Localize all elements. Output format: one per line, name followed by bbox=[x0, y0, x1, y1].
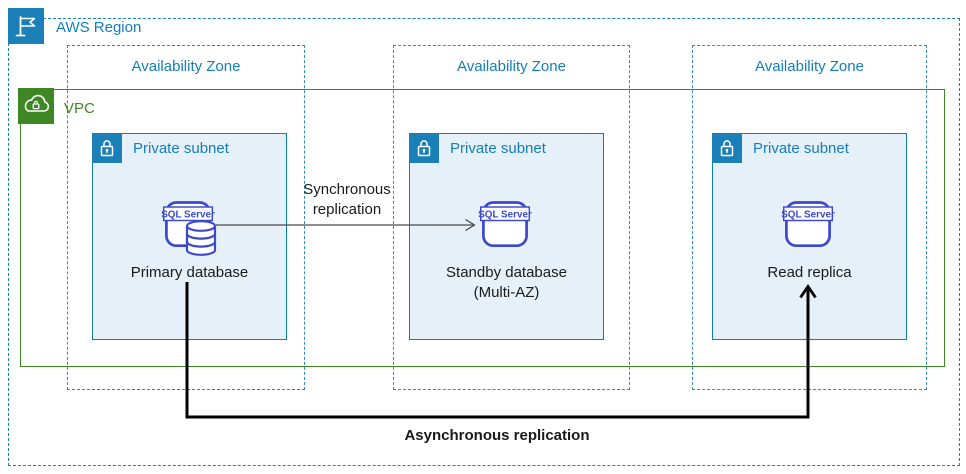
standby-database-label-line1: Standby database bbox=[446, 264, 567, 281]
sql-server-badge: SQL Server bbox=[161, 209, 215, 220]
aws-region-boundary bbox=[8, 18, 960, 466]
sync-replication-label-line2: replication bbox=[312, 201, 382, 218]
standby-database-label-line2: (Multi-AZ) bbox=[473, 284, 540, 301]
sql-server-badge: SQL Server bbox=[478, 209, 532, 220]
sync-replication-arrow bbox=[216, 218, 476, 232]
private-subnet-1-label: Private subnet bbox=[133, 140, 229, 157]
lock-icon bbox=[92, 133, 122, 163]
flag-icon bbox=[8, 8, 44, 44]
async-replication-label: Asynchronous replication bbox=[404, 427, 590, 444]
sql-server-icon: SQL Server bbox=[781, 198, 835, 252]
vpc-boundary bbox=[20, 89, 945, 367]
sync-replication-label: Synchronous replication bbox=[287, 180, 407, 220]
lock-icon bbox=[712, 133, 742, 163]
sync-replication-label-line1: Synchronous bbox=[303, 181, 391, 198]
private-subnet-2-label: Private subnet bbox=[450, 140, 546, 157]
aws-region-label: AWS Region bbox=[56, 19, 142, 36]
database-cylinder-icon bbox=[184, 219, 218, 257]
standby-database-label: Standby database (Multi-AZ) bbox=[410, 263, 603, 303]
availability-zone-2-label: Availability Zone bbox=[457, 58, 566, 75]
primary-database-label: Primary database bbox=[130, 264, 249, 281]
read-replica-label: Read replica bbox=[767, 264, 852, 281]
availability-zone-1-label: Availability Zone bbox=[131, 58, 241, 75]
availability-zone-2: Availability Zone bbox=[393, 45, 630, 390]
vpc-label: VPC bbox=[64, 100, 95, 117]
availability-zone-3-label: Availability Zone bbox=[755, 58, 864, 75]
cloud-lock-icon bbox=[18, 88, 54, 124]
private-subnet-3-label: Private subnet bbox=[753, 140, 849, 157]
lock-icon bbox=[409, 133, 439, 163]
async-replication-arrow bbox=[185, 282, 817, 419]
sql-server-icon: SQL Server bbox=[478, 198, 532, 252]
sql-server-badge: SQL Server bbox=[781, 209, 835, 220]
